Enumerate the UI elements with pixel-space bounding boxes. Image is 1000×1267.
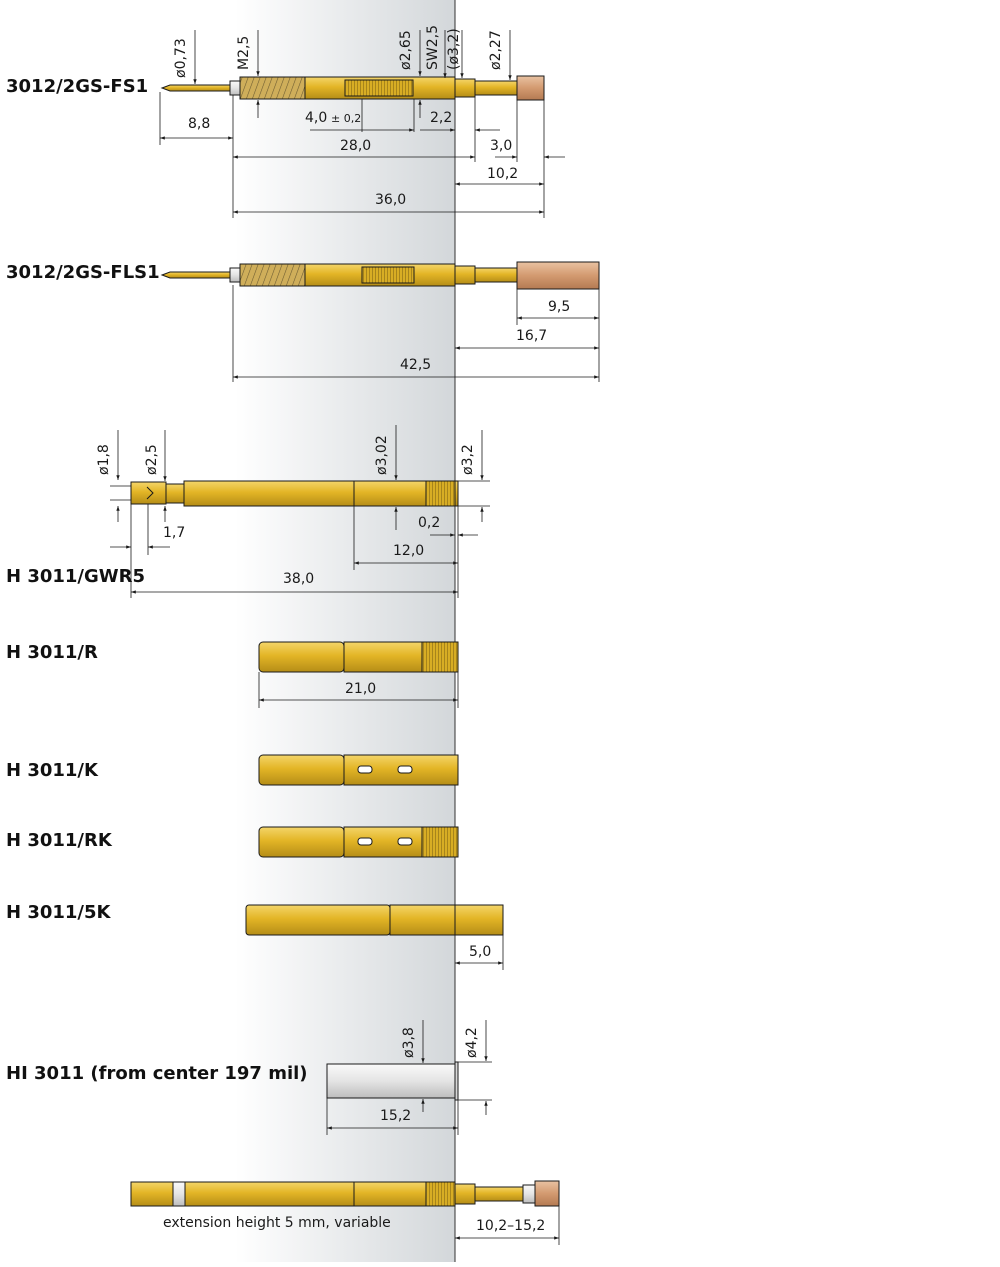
part-label-r: H 3011/R xyxy=(6,642,98,663)
dim-labels-gwr5: ø1,8 ø2,5 ø3,02 ø3,2 0,2 1,7 12,0 38,0 xyxy=(96,435,476,587)
dim-sw25: SW2,5 xyxy=(425,25,441,70)
part-label-fs1: 3012/2GS-FS1 xyxy=(6,76,149,97)
dim-l17: 1,7 xyxy=(163,525,185,541)
dim-l50: 5,0 xyxy=(469,944,491,960)
dims-extension xyxy=(455,1206,560,1245)
dim-l02: 0,2 xyxy=(418,515,440,531)
dims-gwr5 xyxy=(110,425,490,598)
dim-d42: ø4,2 xyxy=(464,1027,480,1058)
part-label-gwr5: H 3011/GWR5 xyxy=(6,566,146,587)
dim-range: 10,2–15,2 xyxy=(476,1218,545,1234)
sleeve-rk xyxy=(258,826,459,858)
dim-l30: 3,0 xyxy=(490,138,512,154)
dim-d18: ø1,8 xyxy=(96,444,112,475)
dim-l102: 10,2 xyxy=(487,166,518,182)
insulator-hi xyxy=(326,1061,459,1101)
dims-5k xyxy=(455,935,504,970)
probe-fs1 xyxy=(160,75,545,101)
part-label-k: H 3011/K xyxy=(6,760,98,781)
dim-l88: 8,8 xyxy=(188,116,210,132)
sleeve-k xyxy=(258,754,459,786)
dim-tol: ± 0,2 xyxy=(331,112,361,125)
dim-l40: 4,0 xyxy=(305,110,327,126)
dim-l380: 38,0 xyxy=(283,571,314,587)
part-label-hi: HI 3011 (from center 197 mil) xyxy=(6,1063,308,1084)
dim-d25: ø2,5 xyxy=(144,444,160,475)
dims-hi xyxy=(326,1020,492,1135)
part-label-fls1: 3012/2GS-FLS1 xyxy=(6,262,160,283)
dim-l425: 42,5 xyxy=(400,357,431,373)
dim-d265: ø2,65 xyxy=(398,30,414,70)
dim-d227: ø2,27 xyxy=(488,30,504,70)
dim-l95: 9,5 xyxy=(548,299,570,315)
dim-d302: ø3,02 xyxy=(374,435,390,475)
dims-fs1 xyxy=(159,30,565,218)
dims-fls1 xyxy=(232,285,600,382)
dim-d073: ø0,73 xyxy=(173,38,189,78)
dim-l152: 15,2 xyxy=(380,1108,411,1124)
dim-l167: 16,7 xyxy=(516,328,547,344)
dim-d38: ø3,8 xyxy=(401,1027,417,1058)
dim-d32: ø3,2 xyxy=(460,444,476,475)
dim-l120: 12,0 xyxy=(393,543,424,559)
extension-note: extension height 5 mm, variable xyxy=(163,1215,391,1231)
dim-m25: M2,5 xyxy=(236,36,252,70)
sleeve-5k xyxy=(245,904,504,936)
dim-labels-fs1: ø0,73 M2,5 ø2,65 SW2,5 (ø3,2) ø2,27 8,8 … xyxy=(173,25,518,208)
probe-gwr5 xyxy=(130,480,459,507)
dim-l280: 28,0 xyxy=(340,138,371,154)
dim-l22: 2,2 xyxy=(430,110,452,126)
dim-labels-hi: ø3,8 ø4,2 15,2 xyxy=(380,1027,480,1124)
dims-r xyxy=(258,672,459,708)
dim-labels-fls1: 9,5 16,7 42,5 xyxy=(400,299,570,373)
probe-fls1 xyxy=(160,261,600,290)
assembly-extension xyxy=(130,1180,560,1207)
dim-d32: (ø3,2) xyxy=(446,28,462,70)
part-label-5k: H 3011/5K xyxy=(6,902,111,923)
sleeve-r xyxy=(258,641,459,673)
dim-l210: 21,0 xyxy=(345,681,376,697)
dim-l360: 36,0 xyxy=(375,192,406,208)
part-label-rk: H 3011/RK xyxy=(6,830,112,851)
